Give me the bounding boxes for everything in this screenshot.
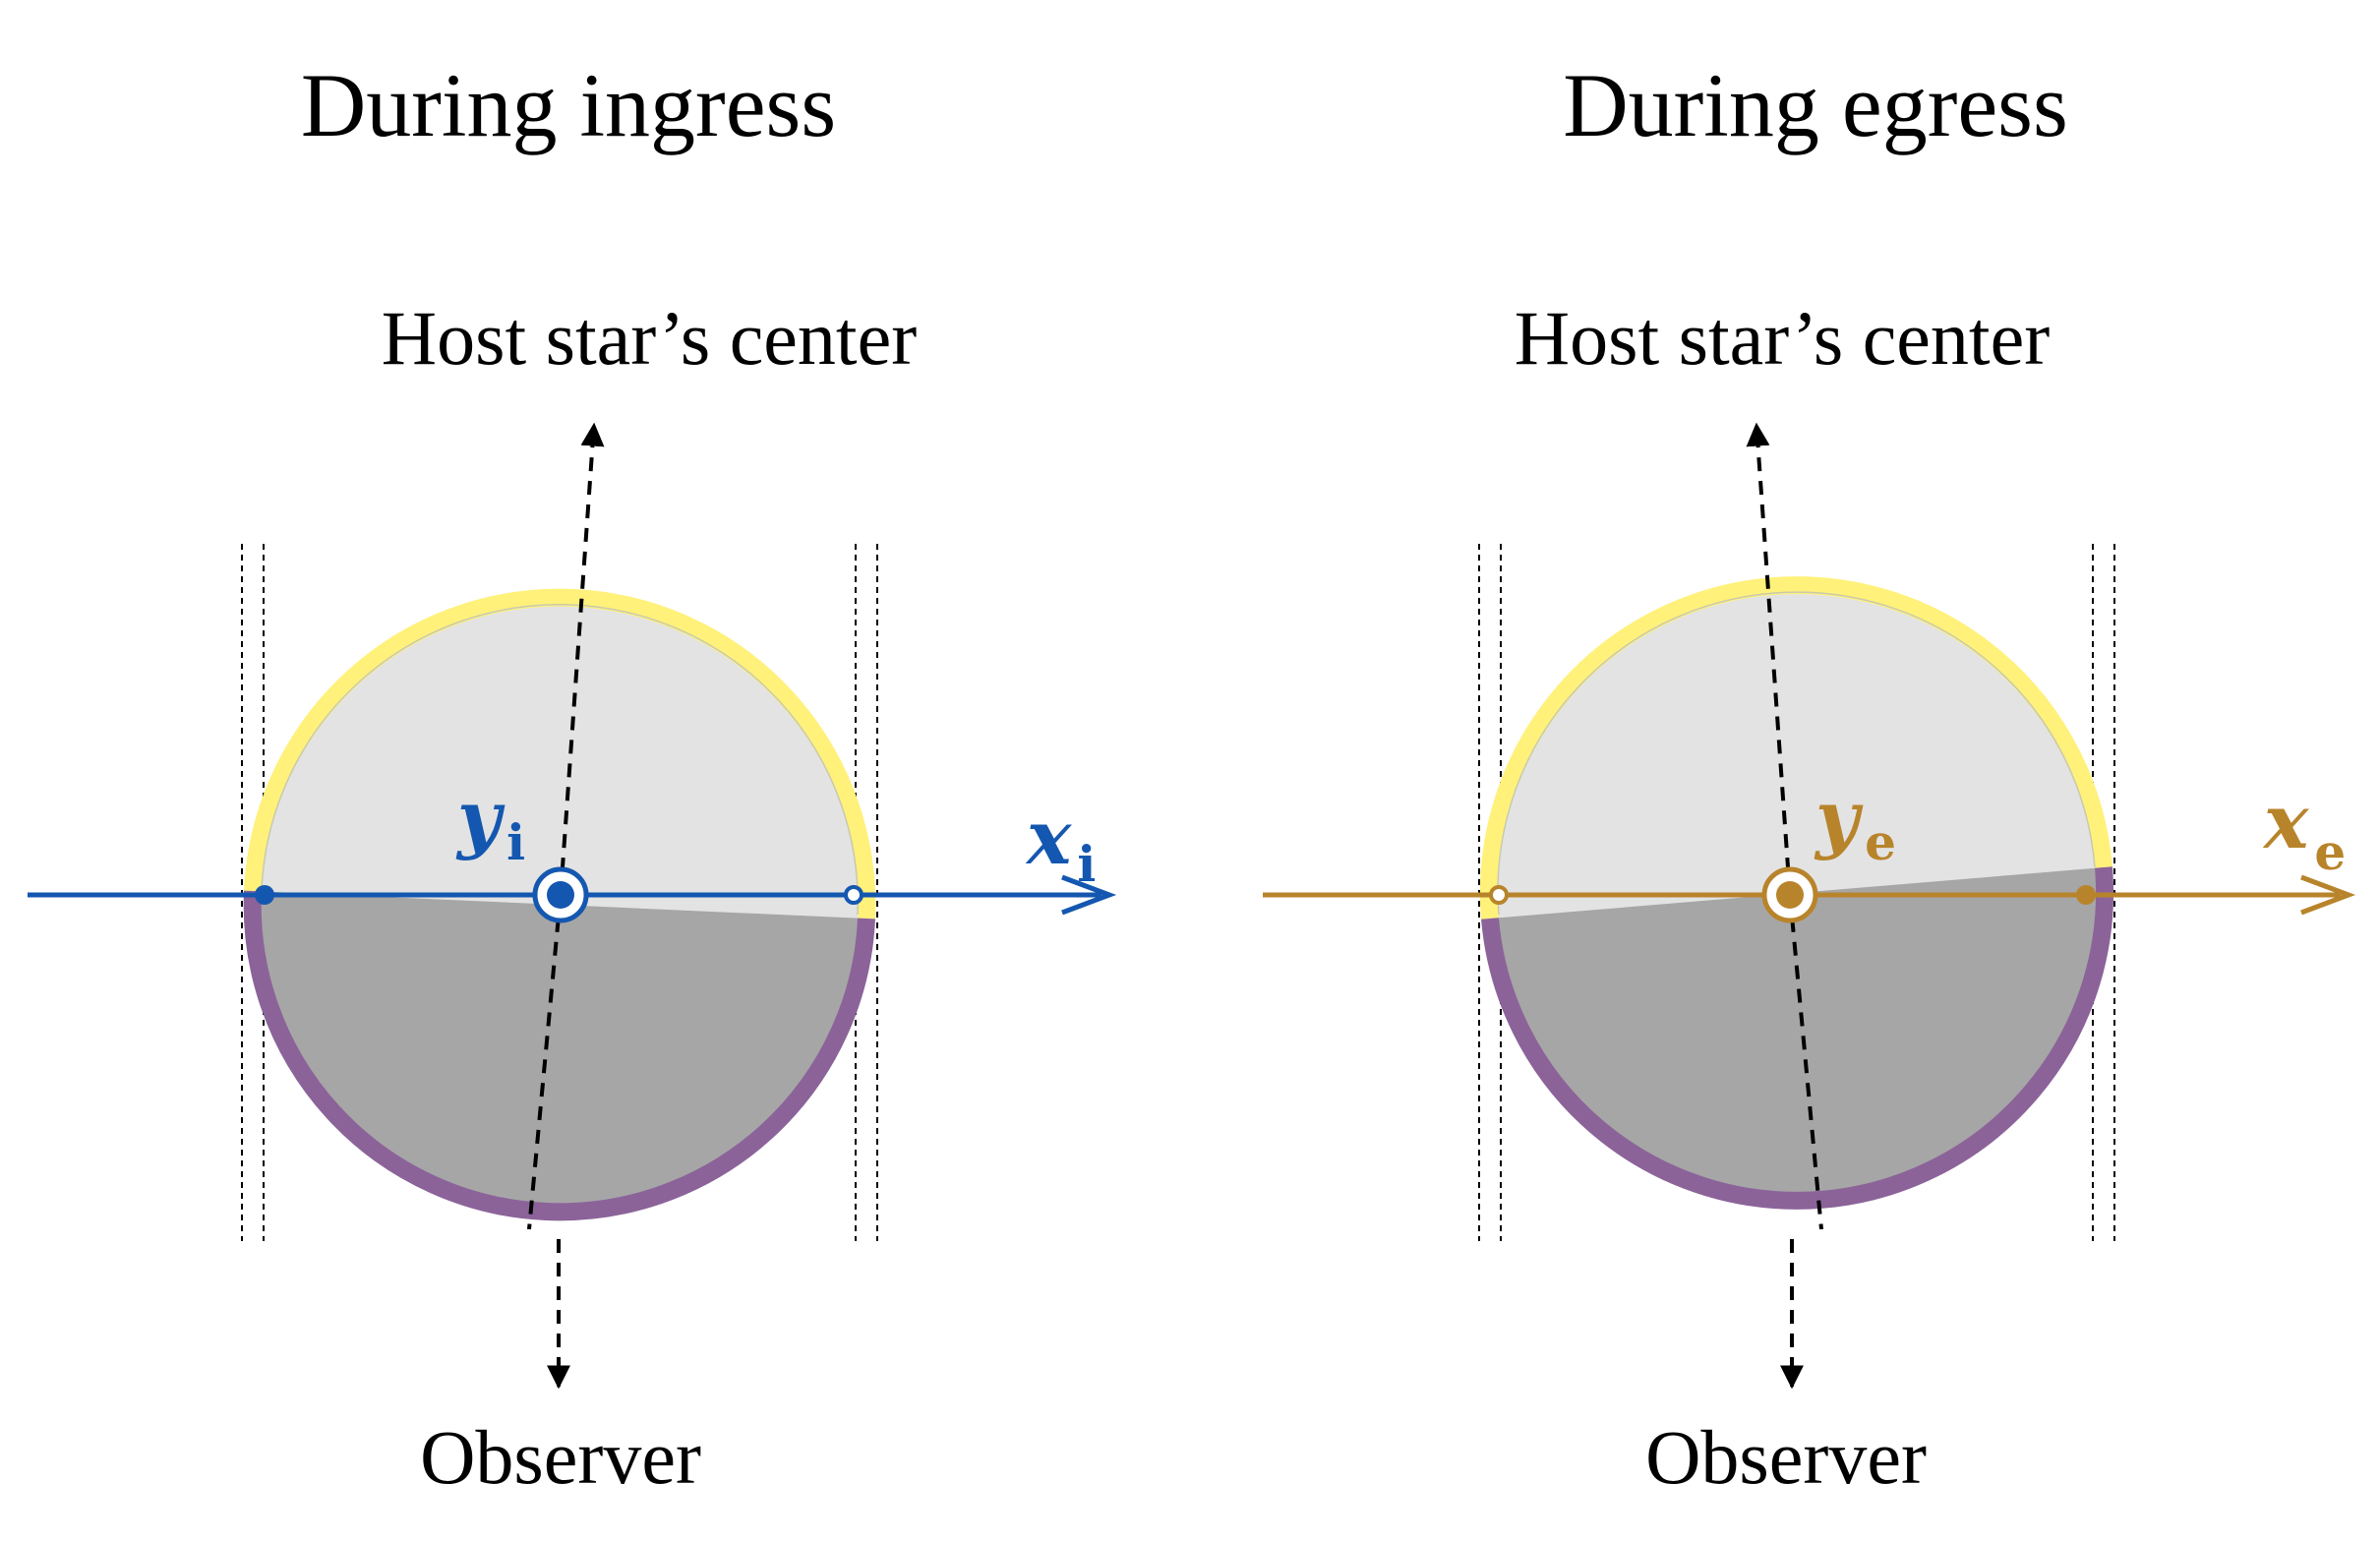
ingress-day-limb: [244, 588, 876, 919]
ingress-night-limb: [243, 890, 875, 1221]
egress-day-point: [1489, 885, 1509, 905]
egress-x-axis-arrowhead: [2300, 874, 2356, 916]
egress-dayside: [1488, 585, 2104, 919]
egress-host-star-arrow: [1746, 422, 1792, 896]
ingress-planet: [243, 588, 876, 1221]
ingress-dayside: [253, 597, 867, 919]
egress-planet: [1479, 575, 2114, 1211]
ingress-day-limb-inner: [261, 604, 859, 916]
egress-panel: During egress Host star’s center Observe…: [1263, 55, 2356, 1500]
egress-night-limb: [1481, 866, 2114, 1211]
egress-day-limb: [1479, 575, 2112, 919]
ingress-host-star-label: Host star’s center: [382, 295, 917, 381]
egress-host-star-label: Host star’s center: [1515, 295, 2050, 381]
egress-observer-dashed: [1788, 894, 1823, 1230]
ingress-nightside: [252, 891, 867, 1213]
ingress-origin-inner: [547, 881, 574, 909]
ingress-observer-dashed: [527, 894, 563, 1230]
egress-observer-label: Observer: [1645, 1414, 1927, 1500]
egress-day-limb-inner: [1497, 591, 2096, 916]
ingress-day-point: [844, 885, 863, 905]
ingress-night-point: [255, 885, 274, 905]
ingress-x-axis-arrowhead: [1061, 874, 1117, 916]
ingress-host-star-arrow: [559, 422, 605, 896]
egress-title: During egress: [1563, 55, 2068, 155]
egress-night-point: [2076, 885, 2096, 905]
egress-origin-inner: [1776, 881, 1804, 909]
egress-nightside: [1490, 867, 2106, 1201]
ingress-panel: During ingress Host star’s center Observ…: [28, 55, 1117, 1500]
ingress-title: During ingress: [301, 55, 836, 155]
ingress-observer-label: Observer: [420, 1414, 701, 1500]
